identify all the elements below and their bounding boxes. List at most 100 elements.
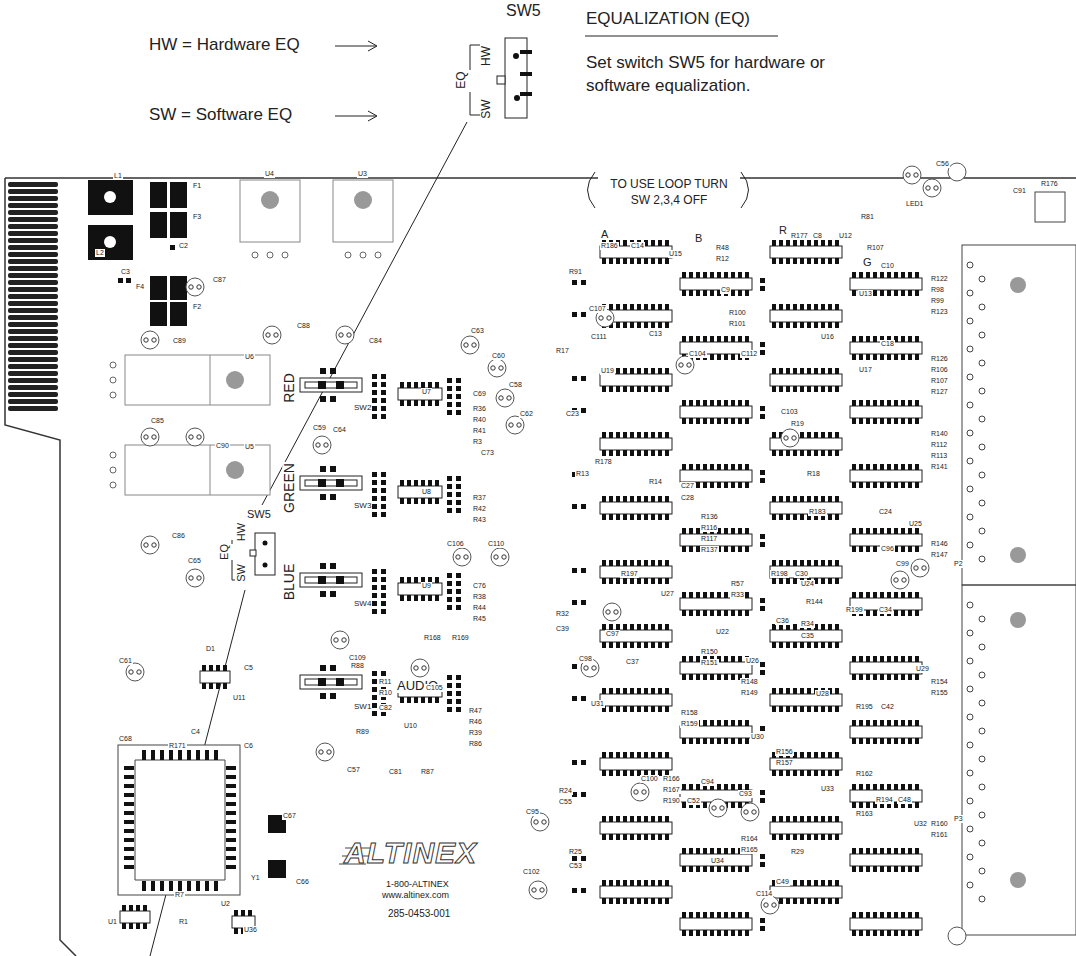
pad [887,528,891,534]
pad [731,290,735,296]
pad [772,240,776,246]
pad [623,688,627,694]
pad [320,494,326,500]
edge-finger [8,364,58,369]
pad [651,560,655,566]
pad [772,450,776,456]
pad [696,930,700,936]
pad [400,498,404,504]
regulator-divider [210,355,211,405]
pad [696,592,700,598]
chip-body [770,694,842,706]
reference-designator: C62 [519,410,534,418]
pad [381,569,386,574]
pad [320,466,326,472]
pad [616,496,620,502]
pad [651,368,655,374]
pad [616,258,620,264]
edge-finger [8,329,58,334]
pad [696,738,700,744]
pad [786,240,790,246]
pad [745,482,749,488]
reference-designator: C60 [491,352,506,360]
pad [637,752,641,758]
pad [859,418,863,424]
capacitor-hole [720,806,724,810]
pad [793,240,797,246]
pad [859,720,863,726]
capacitor-hole [327,750,331,754]
reference-designator: L2 [95,249,105,257]
pin-hole [110,392,116,398]
reference-designator: R151 [700,659,719,667]
pad [779,624,783,630]
pad [908,464,912,470]
pad [630,880,634,886]
pad [372,711,377,716]
pad [807,642,811,648]
pad [873,720,877,726]
connector-pin [979,528,985,534]
pad [738,464,742,470]
pad [400,595,404,601]
board-text: TO USE LOOP TURN SW 2,3,4 OFF [598,176,740,208]
pad [786,258,790,264]
dip-switch-slot [305,577,357,583]
pad [859,848,863,854]
pad [630,834,634,840]
pad [821,752,825,758]
pad [644,450,648,456]
regulator-tab [226,461,244,479]
reference-designator: C4 [190,728,201,736]
pad [894,482,898,488]
pad [786,560,790,566]
pad [644,304,648,310]
pad [717,610,721,616]
switch-dot [514,95,520,101]
pad [665,386,669,392]
pad [901,272,905,278]
chip-body [850,470,922,482]
pad [894,272,898,278]
pad [623,368,627,374]
edge-finger [8,231,58,236]
reference-designator: C91 [1012,187,1027,195]
pad [226,820,236,824]
pad [873,290,877,296]
pin-hole [267,252,273,258]
pad [717,674,721,680]
pad [372,687,377,692]
pad [814,240,818,246]
reference-designator: C82 [378,704,393,712]
pad [665,642,669,648]
pad [665,368,669,374]
pad [602,880,606,886]
reference-designator: R18 [806,470,821,478]
pad [630,560,634,566]
chip-body [770,310,842,322]
pad [852,866,856,872]
board-text: P3 [953,815,964,823]
reference-designator: U3 [357,170,368,178]
pad [814,450,818,456]
pad [779,450,783,456]
reference-designator: R46 [468,718,483,726]
reference-designator: U24 [800,580,815,588]
pad [447,675,452,680]
pad [745,610,749,616]
pad [644,706,648,712]
pad [828,496,832,502]
pad [609,496,613,502]
pad [124,838,134,842]
reference-designator: R3 [472,438,483,446]
pad [710,674,714,680]
reference-designator: R36 [472,405,487,413]
pad [786,688,790,694]
pad [637,432,641,438]
reference-designator: C49 [775,878,790,886]
capacitor-hole [532,888,536,892]
reference-designator: U31 [590,700,605,708]
pad [703,848,707,854]
pad [717,336,721,342]
pad [779,368,783,374]
